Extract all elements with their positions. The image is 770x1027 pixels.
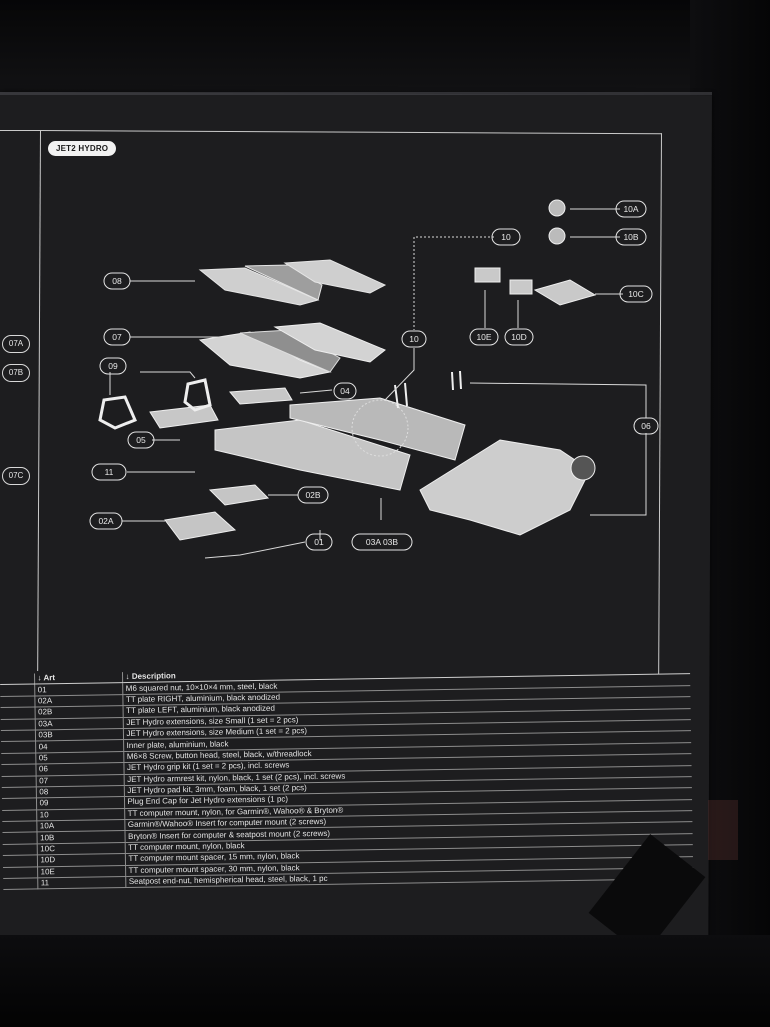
table-cell-blank	[0, 695, 35, 708]
table-cell-blank	[2, 832, 37, 845]
table-cell-blank	[3, 866, 38, 879]
part-07-armrest-right	[273, 322, 386, 363]
part-02a-tt-plate-right	[164, 511, 237, 541]
part-10a-insert	[548, 199, 566, 217]
callout-08: 08	[112, 276, 122, 286]
part-04-inner-plate	[228, 387, 293, 405]
callout-07: 07	[112, 332, 122, 342]
table-cell-blank	[1, 775, 36, 788]
side-tag-07b: 07B	[2, 364, 30, 382]
table-cell-blank	[0, 707, 35, 720]
box-bottom-background	[0, 935, 770, 1027]
screws-group	[394, 370, 462, 409]
table-cell-blank	[2, 843, 37, 856]
torn-edge	[708, 800, 738, 860]
table-cell-blank	[0, 729, 36, 742]
table-cell-blank	[1, 798, 37, 811]
table-cell-blank	[3, 877, 38, 890]
exploded-parts-diagram: 08 07 09 05 11 02A 02B 01 03A 03B 04 10 …	[89, 199, 659, 559]
callout-02a: 02A	[98, 516, 113, 526]
part-04-inner-plate-left	[149, 404, 219, 429]
callout-06: 06	[641, 421, 651, 431]
table-cell-blank	[1, 741, 36, 754]
table-cell-blank	[1, 786, 36, 799]
callout-10e: 10E	[476, 332, 491, 342]
table-header-blank	[0, 673, 35, 685]
part-08-pad-right	[283, 259, 387, 294]
side-tag-07c: 07C	[2, 467, 30, 485]
part-10c-mount	[533, 279, 597, 306]
callout-10-lower: 10	[409, 334, 419, 344]
part-10b-insert	[548, 227, 566, 245]
page-title: JET2 HYDRO	[48, 141, 117, 156]
callout-04: 04	[340, 386, 350, 396]
sheet-edge	[0, 92, 712, 95]
part-09-end-cap-left	[98, 395, 137, 430]
part-10d-spacer	[509, 279, 533, 295]
table-cell-blank	[2, 855, 38, 868]
leader-10-upper	[413, 236, 494, 330]
table-cell-blank	[2, 809, 37, 822]
callout-10-upper: 10	[501, 232, 511, 242]
side-tag-07a: 07A	[2, 335, 30, 353]
callout-10b: 10B	[623, 232, 638, 242]
table-cell-blank	[0, 718, 35, 731]
callout-05: 05	[136, 435, 146, 445]
leader-09	[109, 371, 196, 395]
table-cell-blank	[2, 821, 37, 833]
callout-09: 09	[108, 361, 118, 371]
table-cell-art: 11	[37, 876, 126, 890]
leader-10-lower	[384, 348, 415, 401]
box-lid-background	[0, 0, 770, 96]
part-06-grip	[419, 439, 591, 536]
callout-03a-03b: 03A 03B	[366, 537, 398, 547]
part-06-grip-end	[570, 455, 596, 481]
left-panel-frame	[0, 130, 40, 671]
callout-10d: 10D	[511, 332, 527, 342]
part-09-end-cap-right	[183, 378, 212, 412]
leader-01	[204, 530, 321, 559]
part-03-extension-right	[289, 397, 466, 461]
table-cell-blank	[0, 684, 35, 697]
table-cell-blank	[1, 752, 36, 765]
part-08-pad-left	[198, 267, 320, 306]
callout-10a: 10A	[623, 204, 638, 214]
table-cell-blank	[1, 764, 36, 777]
part-02b-tt-plate-left	[208, 484, 270, 506]
callout-02b: 02B	[305, 490, 320, 500]
callout-11: 11	[105, 467, 114, 477]
part-10-mount-highlight	[351, 399, 409, 457]
part-10e-spacer	[474, 267, 501, 283]
leader-04	[299, 389, 333, 394]
callout-10c: 10C	[628, 289, 644, 299]
leader-06	[469, 382, 647, 516]
callout-01: 01	[314, 537, 324, 547]
